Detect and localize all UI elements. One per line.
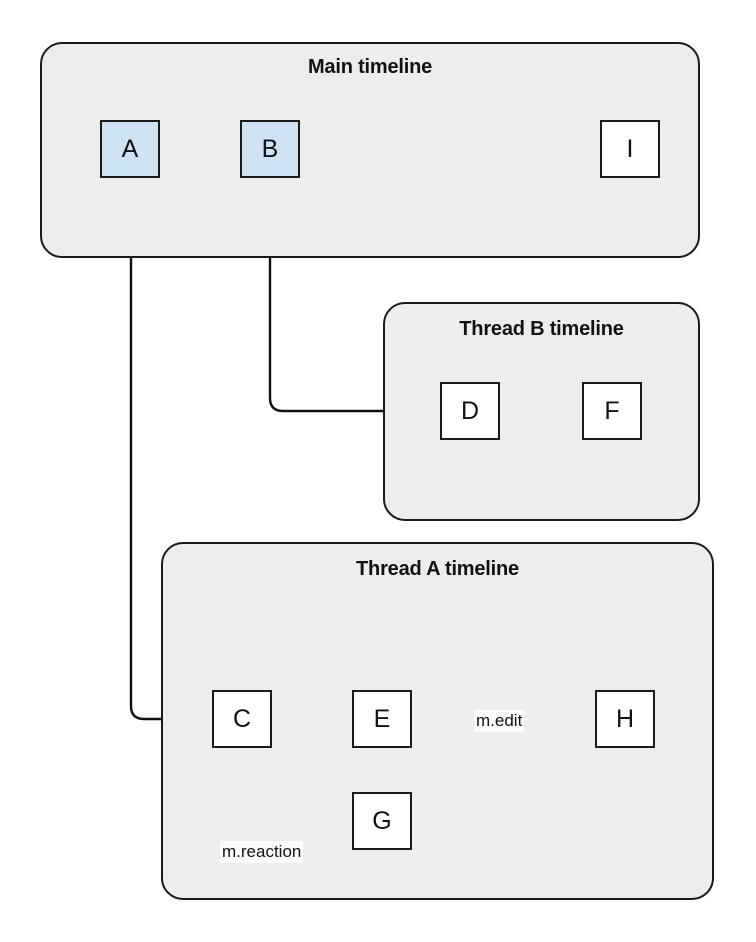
edge-label-m-edit: m.edit bbox=[474, 710, 525, 732]
event-node-F[interactable]: F bbox=[582, 382, 642, 440]
group-main-timeline-title: Main timeline bbox=[307, 56, 433, 78]
edge-label-m-reaction: m.reaction bbox=[220, 841, 304, 863]
event-node-C[interactable]: C bbox=[212, 690, 272, 748]
group-thread-b-timeline-title: Thread B timeline bbox=[459, 318, 624, 340]
event-node-H[interactable]: H bbox=[595, 690, 655, 748]
event-node-G[interactable]: G bbox=[352, 792, 412, 850]
group-thread-b-timeline[interactable] bbox=[383, 302, 700, 521]
event-node-I[interactable]: I bbox=[600, 120, 660, 178]
event-node-B[interactable]: B bbox=[240, 120, 300, 178]
group-thread-a-timeline-title: Thread A timeline bbox=[356, 558, 519, 580]
event-node-A[interactable]: A bbox=[100, 120, 160, 178]
event-node-D[interactable]: D bbox=[440, 382, 500, 440]
event-node-E[interactable]: E bbox=[352, 690, 412, 748]
